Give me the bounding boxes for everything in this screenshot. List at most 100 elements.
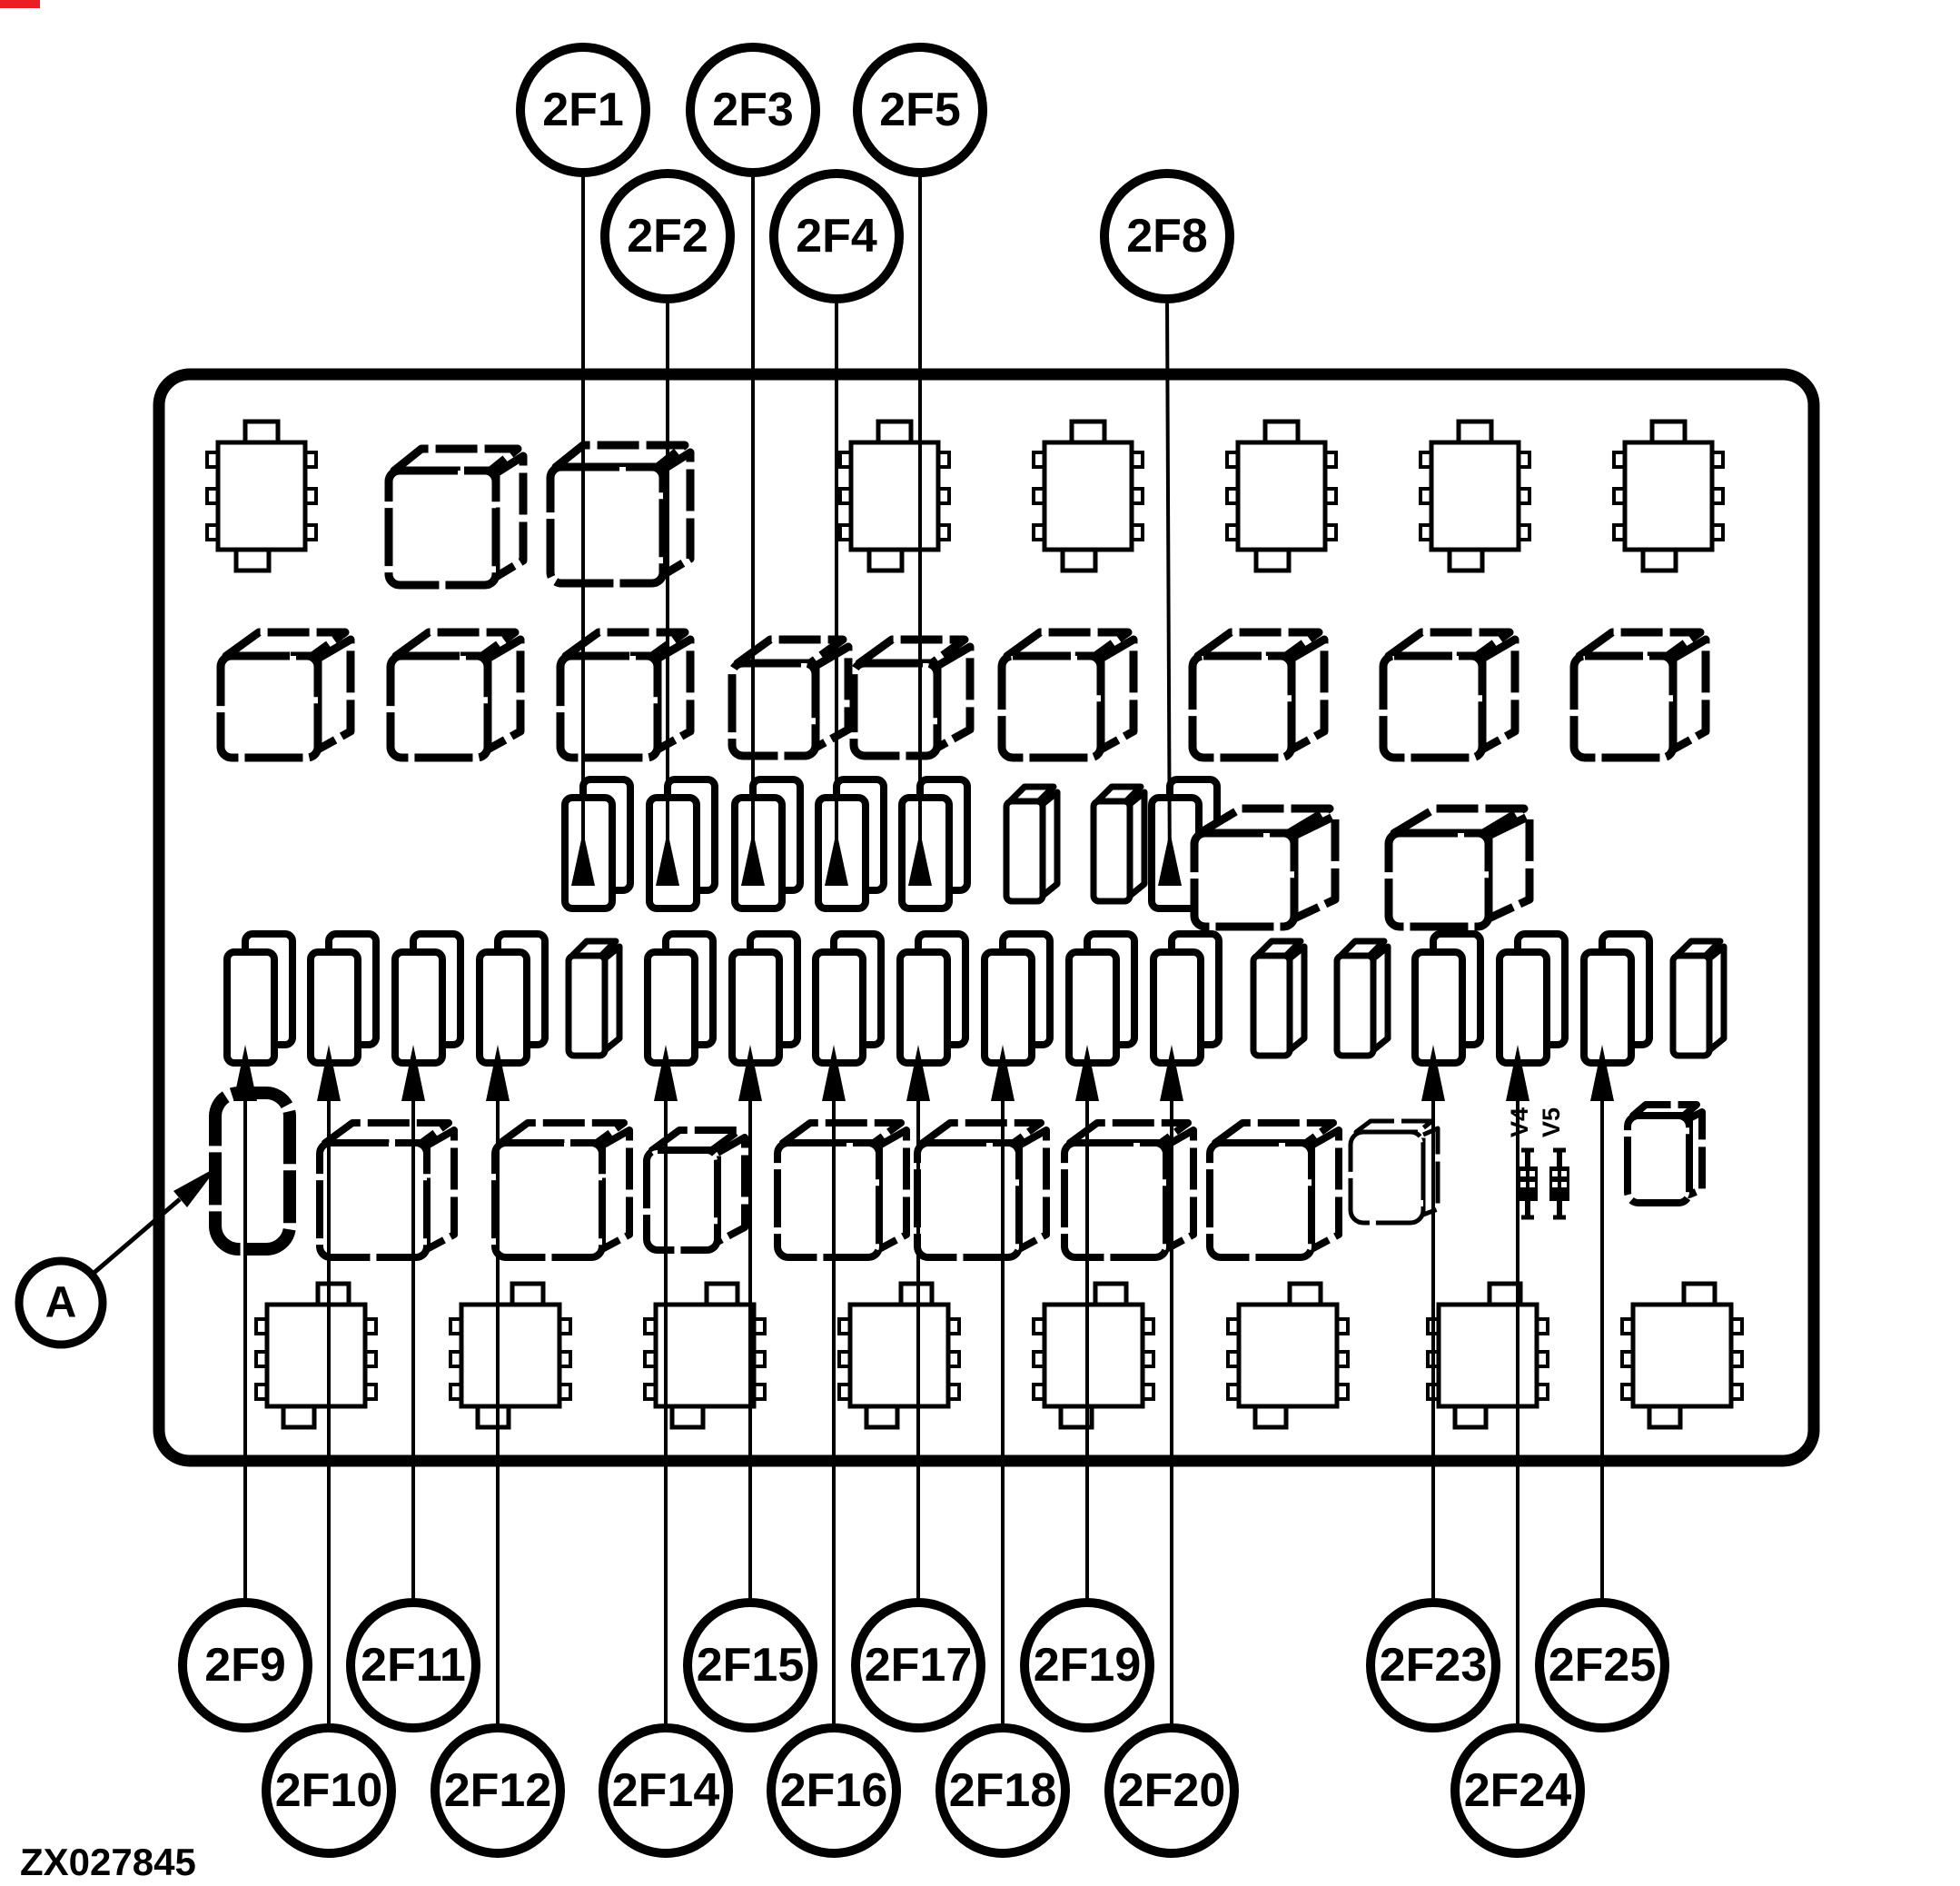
callout-2F15: 2F15 (683, 1598, 817, 1732)
fuse-front-plate (898, 794, 953, 912)
connector-socket (1426, 1281, 1549, 1430)
relay-box (546, 441, 695, 588)
callout-A: A (15, 1166, 218, 1349)
callout-circle (853, 43, 987, 177)
relay-box (643, 1127, 748, 1254)
fuse-front-face (565, 952, 609, 1059)
connector-top-tab (1093, 1281, 1129, 1307)
box-front-face (997, 651, 1105, 762)
box-front-face (1206, 1139, 1315, 1261)
connector-bottom-tab (233, 547, 272, 573)
arrowhead (1075, 1045, 1099, 1101)
connector-socket (1226, 1281, 1350, 1430)
diode-v5: V5 (1538, 1107, 1569, 1220)
box-front-face (316, 1139, 431, 1261)
connector-top-tab (510, 1281, 546, 1307)
callout-circle (15, 1256, 107, 1349)
connector-socket (1225, 419, 1338, 573)
callout-circle (516, 43, 650, 177)
callout-label: 2F14 (612, 1764, 720, 1817)
connector-top-tab (1287, 1281, 1323, 1307)
fuse-front-plate (644, 948, 698, 1067)
connector-top-tab (1649, 419, 1688, 445)
callout-circle (262, 1723, 396, 1858)
fuse-front-plate (223, 948, 278, 1067)
connector-socket (254, 1281, 378, 1430)
callout-2F1: 2F1 (516, 43, 650, 177)
fuse (1065, 930, 1138, 1067)
callout-circle (767, 1723, 901, 1858)
box-side-face (483, 635, 525, 754)
callout-2F12: 2F12 (431, 1723, 565, 1858)
connector-socket (838, 419, 951, 573)
callout-2F2: 2F2 (600, 169, 735, 303)
callout-label: 2F18 (949, 1764, 1057, 1817)
fuse-front-plate (476, 948, 530, 1067)
box-front-face (1348, 1129, 1426, 1226)
box-side-face (811, 642, 853, 752)
box-side-face (1015, 1127, 1050, 1253)
connector-body (1436, 1302, 1539, 1409)
connector-body (215, 440, 308, 552)
relay-box (1206, 1119, 1342, 1261)
fuse-front-face (1090, 798, 1133, 905)
fuse-front-plate (646, 794, 700, 912)
fuse-front-plate (728, 948, 783, 1067)
fuse (565, 938, 623, 1059)
box-side-face (423, 1127, 458, 1253)
connector-bottom-tab (1647, 1404, 1683, 1430)
callout-circle (1366, 1598, 1500, 1732)
connector-top-tab (1487, 1281, 1523, 1307)
box-side-face (714, 1134, 748, 1246)
light-box (1348, 1118, 1440, 1226)
fuse (1411, 930, 1484, 1067)
fuse (1580, 930, 1653, 1067)
callout-label: 2F23 (1380, 1639, 1488, 1692)
fuse-front-plate (731, 794, 786, 912)
box-front-face (1379, 651, 1487, 762)
box-side-face (1484, 811, 1534, 923)
callout-2F14: 2F14 (599, 1723, 733, 1858)
connector-body (1622, 440, 1715, 552)
connector-socket (205, 419, 318, 573)
callout-label: 2F1 (542, 84, 624, 136)
callout-2F5: 2F5 (853, 43, 987, 177)
connector-top-tab (1456, 419, 1494, 445)
connector-body (264, 1302, 368, 1409)
box-top-face (322, 1119, 452, 1146)
diode-pin-dot (1520, 1171, 1526, 1176)
scan-artifact-red (0, 0, 40, 8)
connector-body (653, 1302, 757, 1409)
relay-box (774, 1119, 910, 1261)
fuse (307, 930, 380, 1067)
connector-bottom-tab (864, 1404, 900, 1430)
connector-bottom-tab (1640, 547, 1678, 573)
callout-label: 2F9 (204, 1639, 286, 1692)
box-front-face (1190, 829, 1299, 931)
callout-2F4: 2F4 (769, 169, 904, 303)
box-front-face (849, 659, 942, 760)
callout-label: A (45, 1279, 77, 1327)
callout-2F17: 2F17 (851, 1598, 985, 1732)
box-front-face (1061, 1139, 1170, 1261)
callout-circle (1104, 1723, 1239, 1858)
callout-2F24: 2F24 (1450, 1723, 1585, 1858)
relay-box (997, 628, 1138, 762)
arrowhead (825, 831, 848, 886)
fuse-front-plate (981, 948, 1035, 1067)
fuse (1003, 783, 1061, 905)
connector-socket (1612, 419, 1725, 573)
callout-circle (935, 1723, 1070, 1858)
relay-box (849, 635, 975, 760)
callout-label: 2F25 (1549, 1639, 1657, 1692)
box-side-face (599, 1127, 633, 1253)
callout-circle (346, 1598, 480, 1732)
fuse (812, 930, 885, 1067)
relay-box (1188, 628, 1329, 762)
connector-bottom-tab (475, 1404, 511, 1430)
box-side-face (1478, 635, 1519, 754)
arrowhead (822, 1045, 846, 1101)
connector-top-tab (243, 419, 281, 445)
box-front-face (556, 651, 662, 762)
box-front-face (643, 1146, 721, 1254)
